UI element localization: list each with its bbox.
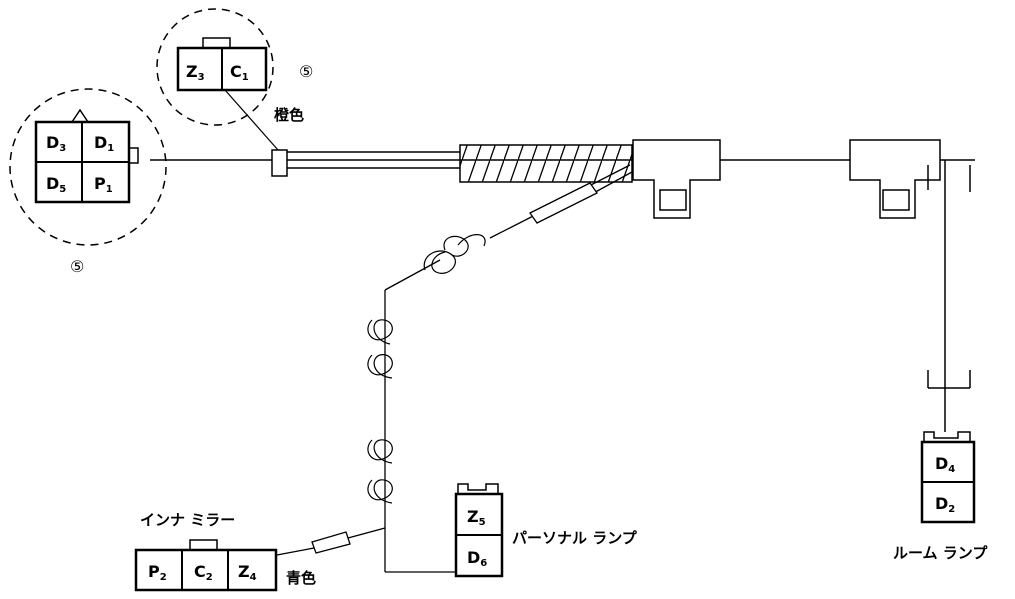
left-connector-detail-circle <box>9 88 167 246</box>
tape-wraps <box>367 234 486 504</box>
left-pin-3: D5 <box>46 174 66 195</box>
left-connector-group: D3 D1 D5 P1 ⑤ <box>9 88 167 276</box>
personal-pin-1: Z5 <box>467 507 486 528</box>
left-connector-key <box>71 108 89 123</box>
mirror-pin-2: C2 <box>194 562 213 583</box>
inner-mirror-group: インナ ミラー P2 C2 Z4 青色 <box>134 511 316 592</box>
mirror-pin-1: P2 <box>148 562 167 583</box>
room-pin-1: D4 <box>935 454 955 475</box>
room-lamp-group: D4 D2 ルーム ランプ <box>893 431 988 562</box>
mirror-pin-3: Z4 <box>238 562 257 583</box>
orange-color-label: 橙色 <box>274 106 304 124</box>
branch-tube <box>311 182 598 554</box>
top-connector-detail-circle <box>156 8 274 126</box>
top-pin-2: C1 <box>230 62 249 83</box>
room-lamp-label: ルーム ランプ <box>893 544 988 562</box>
left-pin-4: P1 <box>94 174 113 195</box>
top-connector-lead <box>224 89 279 151</box>
inner-mirror-label: インナ ミラー <box>140 511 235 529</box>
top-connector-marker: ⑤ <box>299 62 313 81</box>
personal-lamp-group: Z5 D6 パーソナル ランプ <box>454 483 638 578</box>
inner-mirror-tab <box>189 539 218 551</box>
top-connector-group: Z3 C1 ⑤ 橙色 <box>156 8 313 126</box>
blue-color-label: 青色 <box>286 569 316 587</box>
left-pin-2: D1 <box>94 133 114 154</box>
top-connector-tab <box>202 37 231 49</box>
personal-lamp-label: パーソナル ランプ <box>512 529 638 547</box>
harness-band <box>271 149 288 177</box>
center-clip <box>632 139 721 219</box>
left-pin-1: D3 <box>46 133 66 154</box>
personal-pin-2: D6 <box>467 548 487 569</box>
branch-harness <box>276 164 633 573</box>
personal-lamp-top <box>457 483 499 494</box>
hatched-sleeve <box>459 144 633 183</box>
room-lamp-top <box>923 431 971 442</box>
room-lamp-branch <box>927 160 971 432</box>
left-connector-latch <box>128 147 139 164</box>
right-clip <box>849 139 971 219</box>
room-pin-2: D2 <box>935 494 955 515</box>
left-connector-marker: ⑤ <box>70 257 84 276</box>
inner-mirror-connector-body <box>134 548 278 592</box>
top-pin-1: Z3 <box>186 62 205 83</box>
